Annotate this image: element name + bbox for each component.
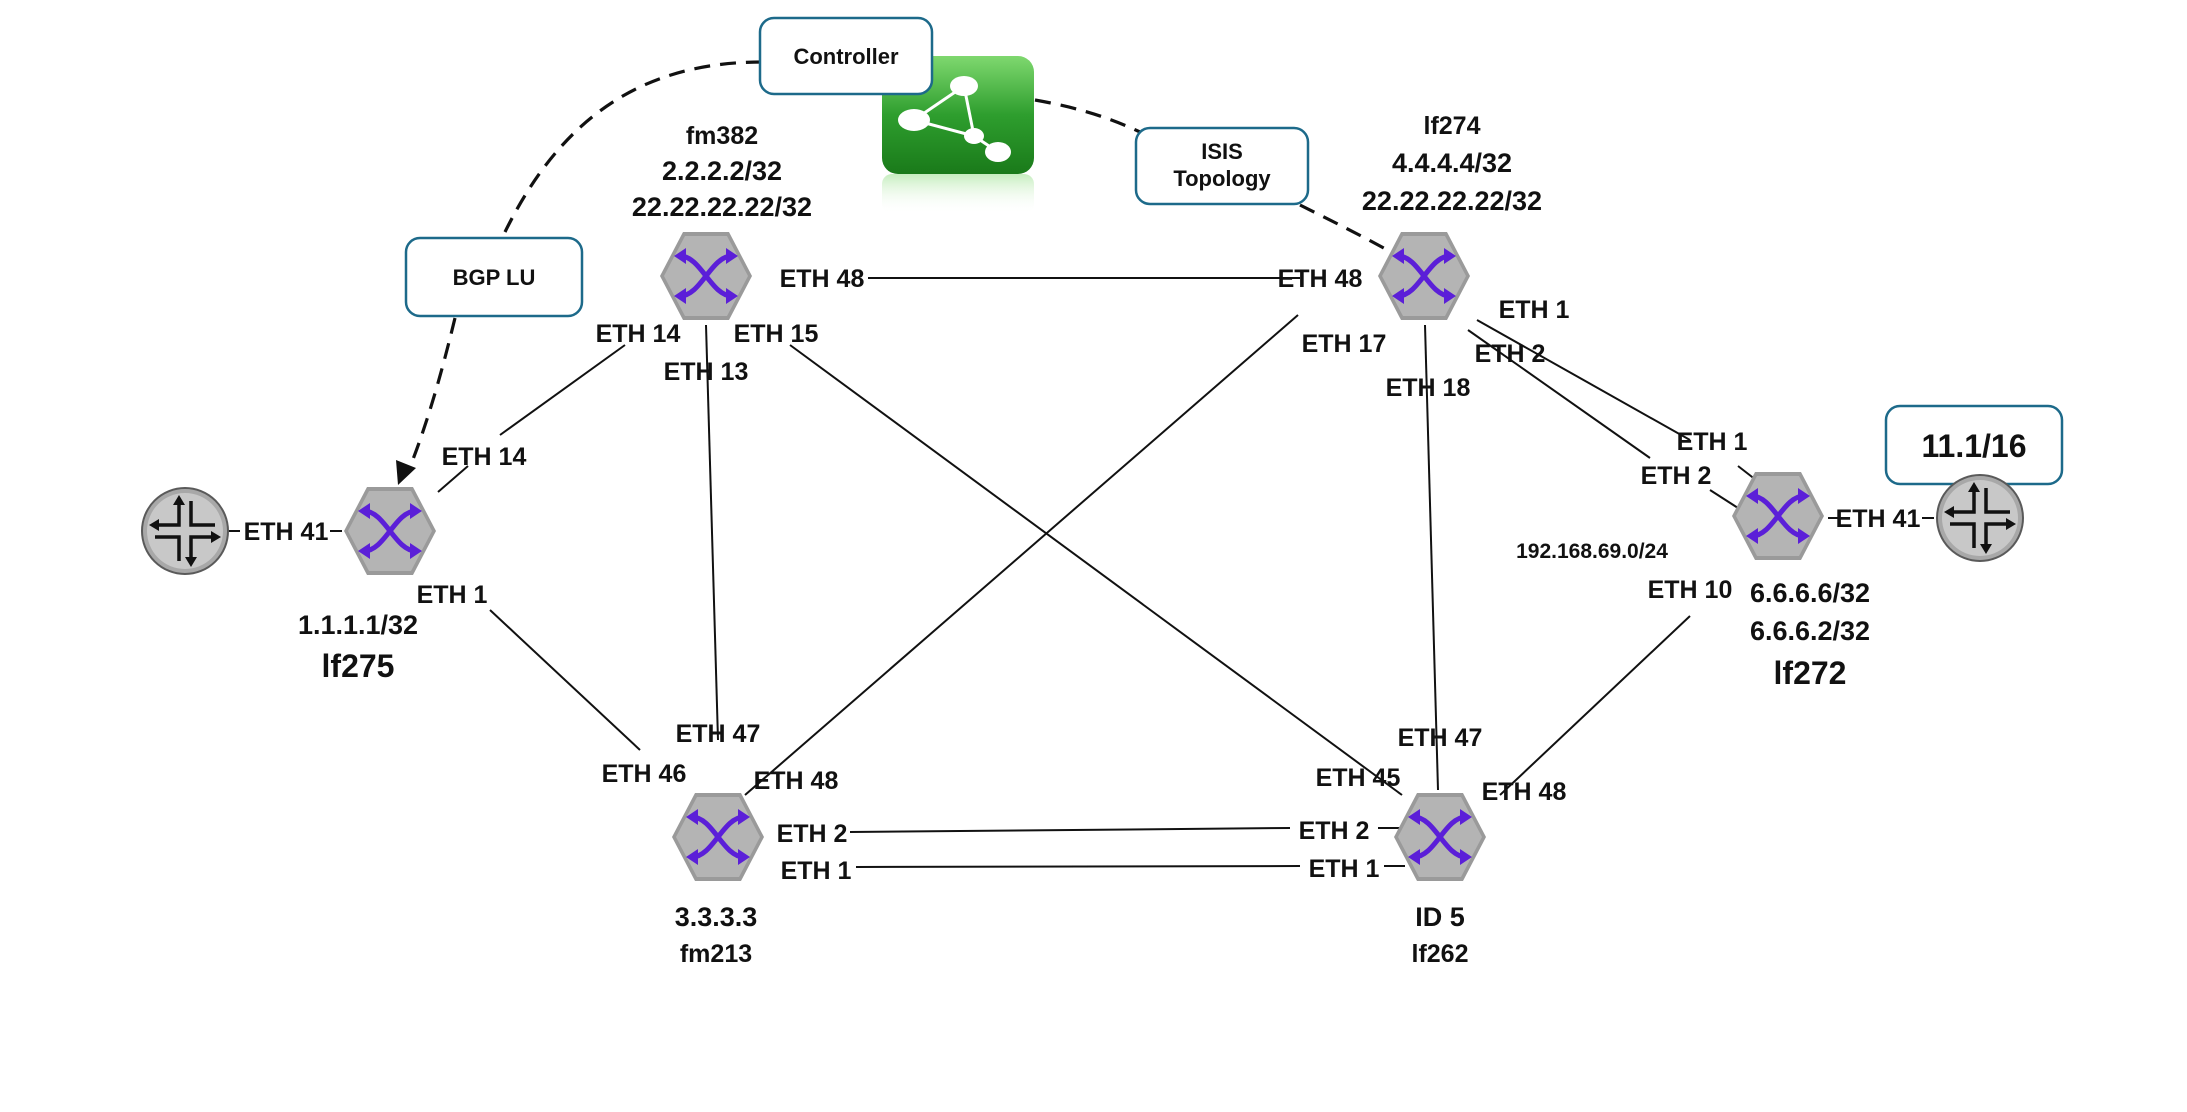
link-fm382-lf275 <box>499 344 626 436</box>
isis-label-line2: Topology <box>1173 166 1271 191</box>
port-lf262-eth45: ETH 45 <box>1316 764 1401 792</box>
fm213-name: fm213 <box>680 940 752 968</box>
link-fm382-lf262 <box>789 344 1403 796</box>
port-fm382-eth13: ETH 13 <box>664 358 749 386</box>
fm213-addr: 3.3.3.3 <box>675 902 758 932</box>
switch-icon <box>1732 472 1824 560</box>
isis-label-line1: ISIS <box>1201 139 1243 164</box>
port-fm213-eth1: ETH 1 <box>781 857 852 885</box>
switch-fm382[interactable] <box>660 232 752 320</box>
controller-callout: Controller <box>758 16 934 96</box>
lf275-addr: 1.1.1.1/32 <box>298 610 418 640</box>
dashed-isis-to-lf274 <box>1299 203 1399 258</box>
bgp-lu-label: BGP LU <box>453 265 536 290</box>
port-lf274-eth48: ETH 48 <box>1278 265 1363 293</box>
port-lf262-eth48: ETH 48 <box>1482 778 1567 806</box>
switch-icon <box>672 793 764 881</box>
prefix-callout: 11.1/16 <box>1884 404 2064 486</box>
lf275-name: lf275 <box>322 648 395 684</box>
lf262-name: lf262 <box>1412 940 1469 968</box>
fm382-addr2: 22.22.22.22/32 <box>632 192 812 222</box>
port-fm213-eth2: ETH 2 <box>777 820 848 848</box>
link-lf275-fm213 <box>489 609 641 751</box>
link-lf274-lf272-eth2 <box>1467 329 1651 459</box>
link-lf274-fm213 <box>744 314 1299 796</box>
lf274-addr1: 4.4.4.4/32 <box>1392 148 1512 178</box>
dashed-bgp-to-lf275 <box>406 317 457 473</box>
link-fm213-lf262-eth1 <box>855 865 1301 868</box>
port-lf262-eth2: ETH 2 <box>1299 817 1370 845</box>
port-lf272-eth2: ETH 2 <box>1641 462 1712 490</box>
link-lf272-eth2-stub <box>1709 489 1739 509</box>
links <box>228 277 1934 868</box>
lf274-name: lf274 <box>1424 112 1481 140</box>
router-icon <box>140 486 230 576</box>
port-fm382-eth14: ETH 14 <box>596 320 681 348</box>
switch-icon <box>1394 793 1486 881</box>
fm382-name: fm382 <box>686 122 758 150</box>
switch-lf272[interactable] <box>1732 472 1824 560</box>
port-fm382-eth48: ETH 48 <box>780 265 865 293</box>
port-lf262-eth47: ETH 47 <box>1398 724 1483 752</box>
link-lf275-upper-stub <box>437 465 469 493</box>
switch-fm213[interactable] <box>672 793 764 881</box>
port-lf274-eth1: ETH 1 <box>1499 296 1570 324</box>
prefix-label: 11.1/16 <box>1922 428 2027 464</box>
port-fm213-eth47: ETH 47 <box>676 720 761 748</box>
link-lf272-lf262 <box>1499 615 1691 796</box>
switch-lf274[interactable] <box>1378 232 1470 320</box>
router-icon <box>1935 473 2025 563</box>
port-lf272-eth10: ETH 10 <box>1648 576 1733 604</box>
port-lf262-eth1: ETH 1 <box>1309 855 1380 883</box>
port-lf272-eth1: ETH 1 <box>1677 428 1748 456</box>
dashed-controller-to-bgp <box>503 60 763 233</box>
dashed-controller-to-isis <box>1034 98 1141 134</box>
isis-callout: ISIS Topology <box>1134 126 1310 206</box>
bgp-lu-callout: BGP LU <box>404 236 584 318</box>
controller-label: Controller <box>793 44 899 69</box>
lf272-addr1: 6.6.6.6/32 <box>1750 578 1870 608</box>
port-labels: ETH 48 ETH 14 ETH 15 ETH 13 ETH 48 ETH 1… <box>244 265 1921 885</box>
fm382-addr1: 2.2.2.2/32 <box>662 156 782 186</box>
port-lf274-eth2: ETH 2 <box>1475 340 1546 368</box>
switch-icon <box>1378 232 1470 320</box>
switch-icon <box>660 232 752 320</box>
control-paths <box>396 60 1399 485</box>
port-lf274-eth17: ETH 17 <box>1302 330 1387 358</box>
port-lf272-eth41: ETH 41 <box>1836 505 1921 533</box>
link-lf274-lf262 <box>1424 324 1439 791</box>
lf272-addr2: 6.6.6.2/32 <box>1750 616 1870 646</box>
port-lf274-eth18: ETH 18 <box>1386 374 1471 402</box>
switch-lf262[interactable] <box>1394 793 1486 881</box>
port-fm213-eth46: ETH 46 <box>602 760 687 788</box>
link-fm382-fm213 <box>705 324 719 741</box>
port-lf275-eth14: ETH 14 <box>442 443 527 471</box>
port-fm382-eth15: ETH 15 <box>734 320 819 348</box>
lf262-addr: ID 5 <box>1415 902 1465 932</box>
switch-icon <box>344 487 436 575</box>
link-fm213-lf262-eth2 <box>849 827 1291 833</box>
switch-lf275[interactable] <box>344 487 436 575</box>
port-lf275-eth41: ETH 41 <box>244 518 329 546</box>
link-lf274-lf272-eth1 <box>1476 319 1691 441</box>
port-fm213-eth48: ETH 48 <box>754 767 839 795</box>
port-lf275-eth1: ETH 1 <box>417 581 488 609</box>
lf272-name: lf272 <box>1774 655 1847 691</box>
bgp-arrowhead <box>396 460 416 485</box>
lf274-addr2: 22.22.22.22/32 <box>1362 186 1542 216</box>
router-left[interactable] <box>140 486 230 576</box>
subnet-label: 192.168.69.0/24 <box>1516 540 1668 563</box>
router-right[interactable] <box>1935 473 2025 563</box>
